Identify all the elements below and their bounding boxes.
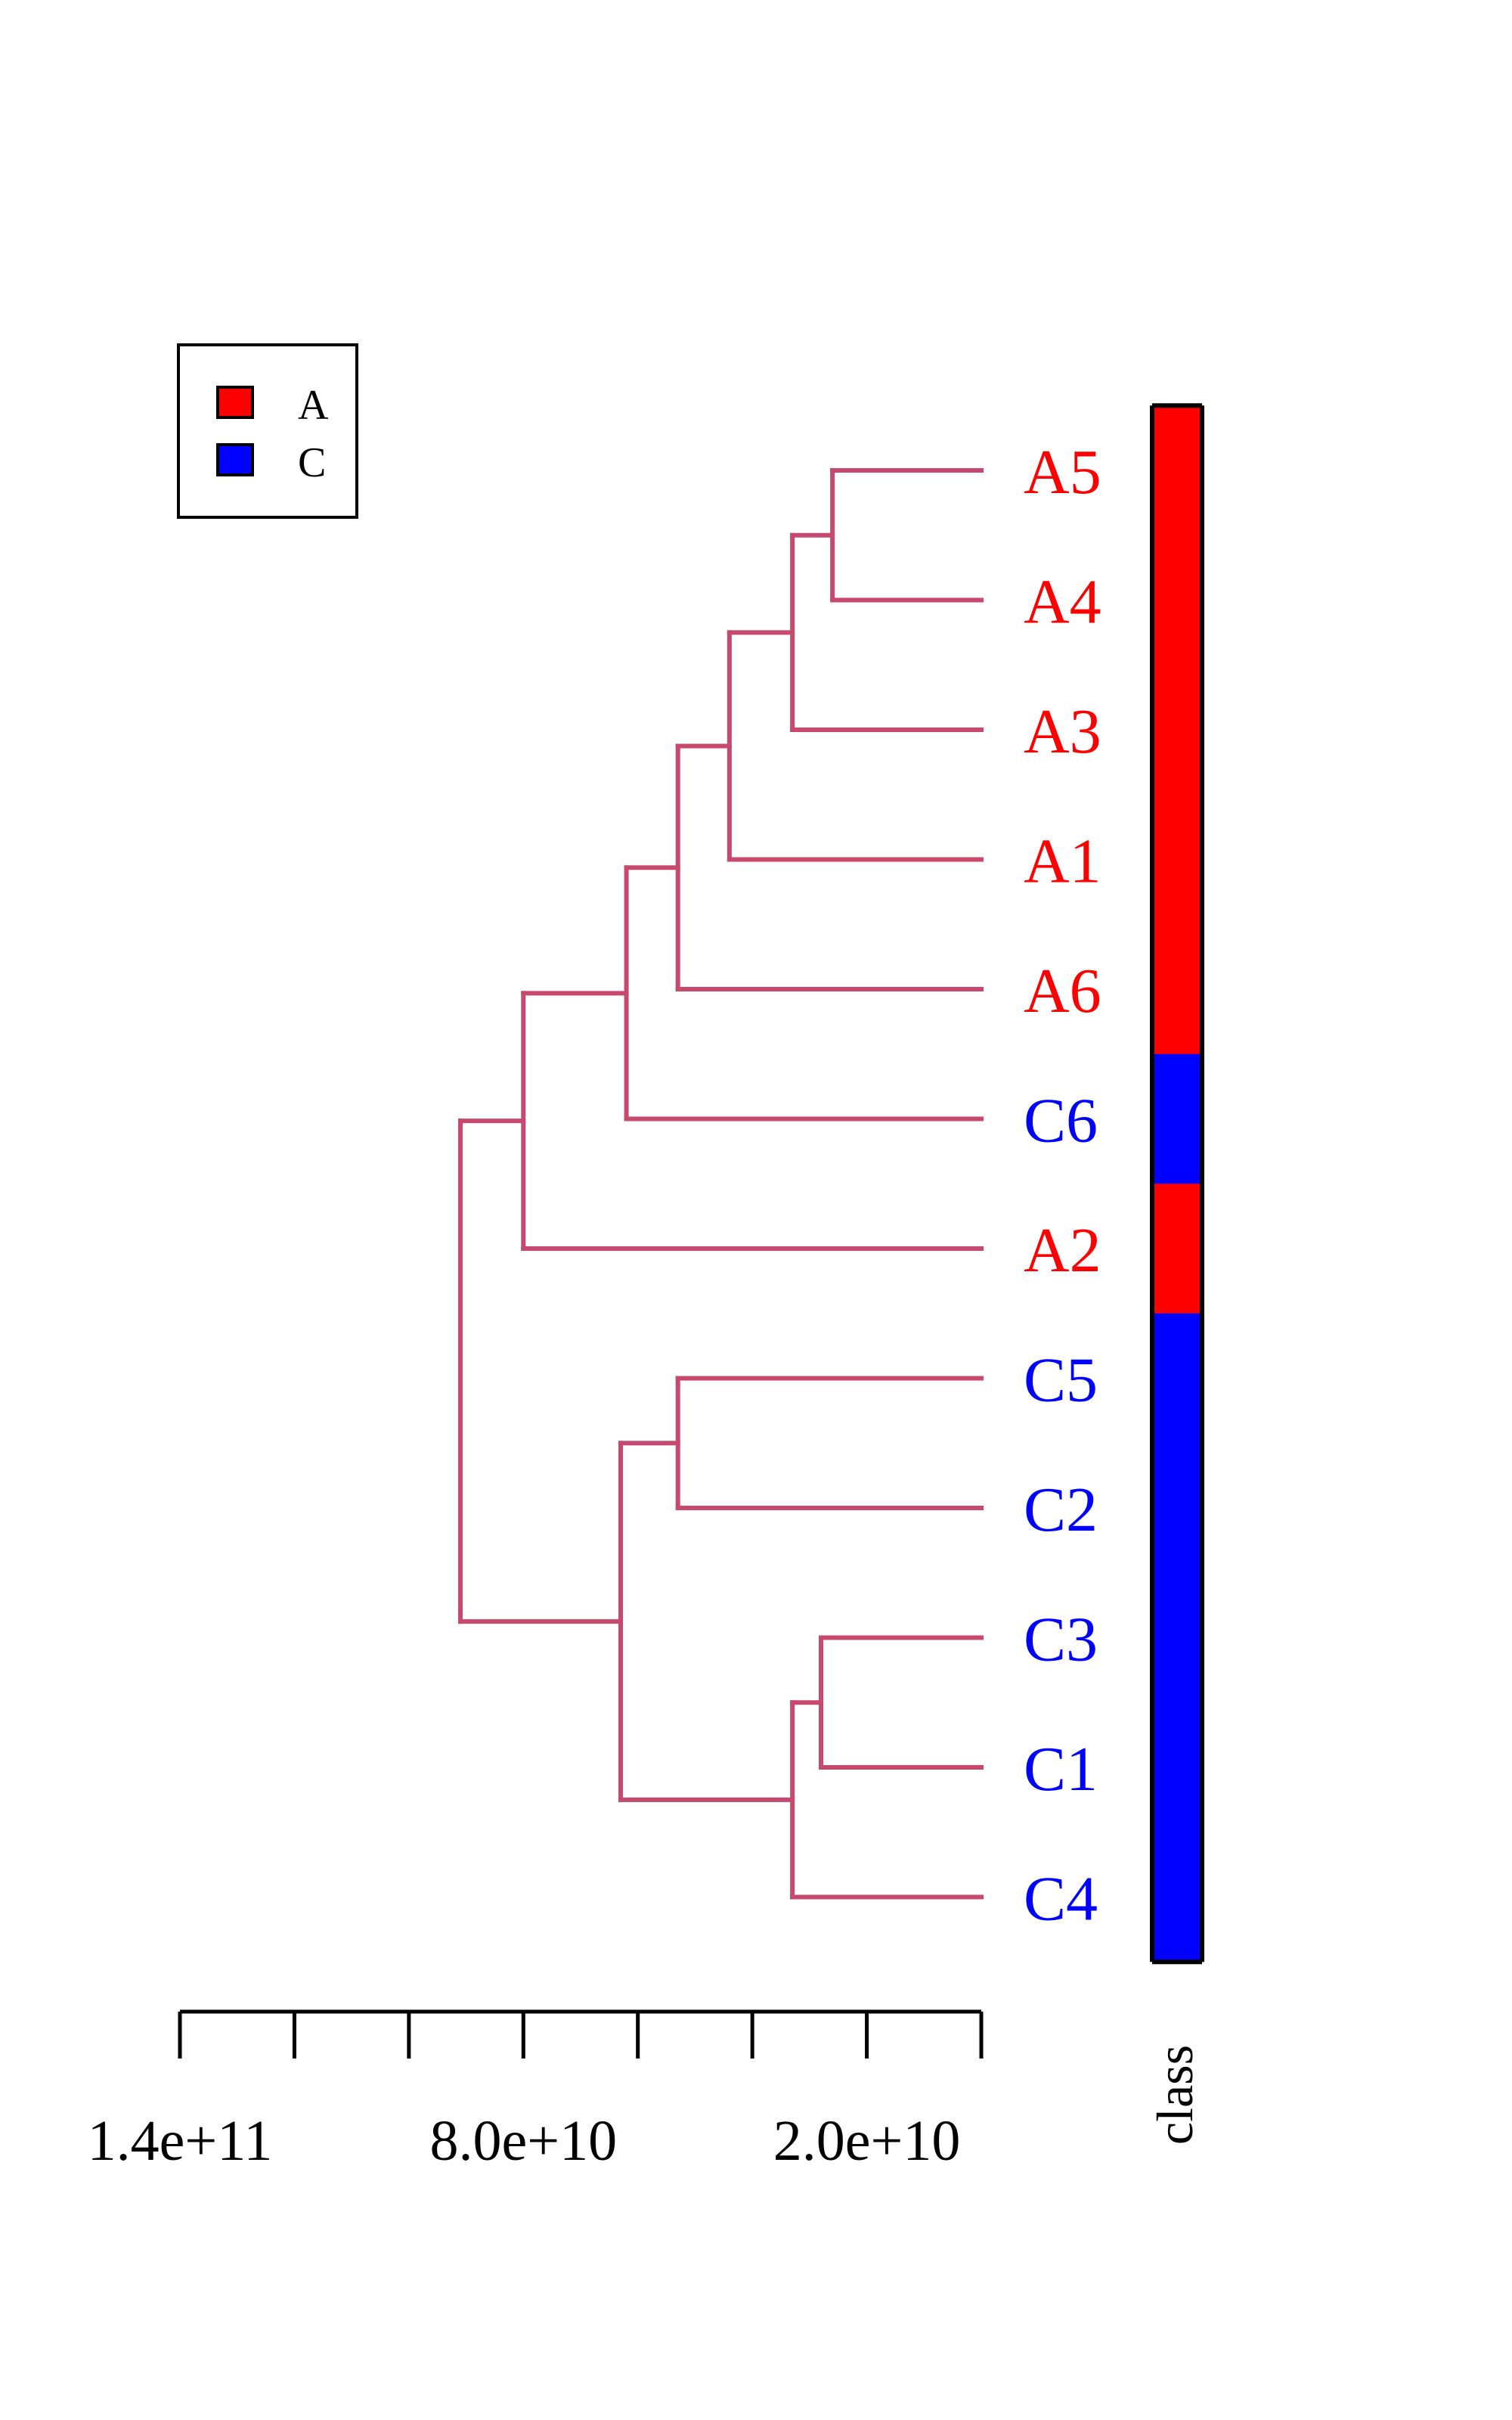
class-bar-cell-c2: [1152, 1443, 1202, 1574]
legend-box: [177, 343, 358, 519]
leaf-label-c3: C3: [1024, 1605, 1098, 1675]
leaf-label-a6: A6: [1024, 956, 1101, 1026]
leaf-label-a3: A3: [1024, 697, 1101, 767]
x-tick-label: 8.0e+10: [429, 2109, 617, 2173]
class-bar: [1150, 403, 1204, 1965]
leaf-label-a5: A5: [1024, 437, 1101, 507]
leaf-label-c6: C6: [1024, 1086, 1098, 1156]
leaf-label-a2: A2: [1024, 1215, 1101, 1286]
legend-swatch-a: [216, 386, 254, 419]
class-bar-cell-a2: [1152, 1184, 1202, 1314]
leaf-label-c2: C2: [1024, 1475, 1098, 1545]
class-bar-cell-c3: [1152, 1572, 1202, 1704]
class-bar-cell-a6: [1152, 924, 1202, 1055]
leaf-label-a4: A4: [1024, 567, 1101, 638]
class-bar-cell-a3: [1152, 665, 1202, 796]
x-tick-label: 1.4e+11: [88, 2109, 273, 2173]
class-bar-label: class: [1146, 2045, 1204, 2145]
class-bar-cell-a1: [1152, 794, 1202, 926]
x-axis: 1.4e+11 8.0e+10 2.0e+10: [88, 2009, 984, 2173]
legend-swatch-c: [216, 443, 254, 476]
leaf-label-a1: A1: [1024, 827, 1101, 897]
class-bar-cell-c5: [1152, 1313, 1202, 1444]
class-bar-cell-a5: [1152, 405, 1202, 536]
leaf-label-c5: C5: [1024, 1345, 1098, 1416]
legend-label-c: C: [298, 439, 326, 486]
legend-label-a: A: [298, 382, 329, 429]
dendrogram-links: [458, 468, 984, 1900]
leaf-label-c1: C1: [1024, 1734, 1098, 1804]
class-bar-cell-a4: [1152, 535, 1202, 666]
legend: A C: [177, 343, 358, 519]
x-tick-label: 2.0e+10: [773, 2109, 961, 2173]
class-bar-cell-c4: [1152, 1832, 1202, 1963]
class-bar-cell-c1: [1152, 1702, 1202, 1833]
class-bar-cell-c6: [1152, 1053, 1202, 1185]
leaf-label-c4: C4: [1024, 1864, 1098, 1934]
